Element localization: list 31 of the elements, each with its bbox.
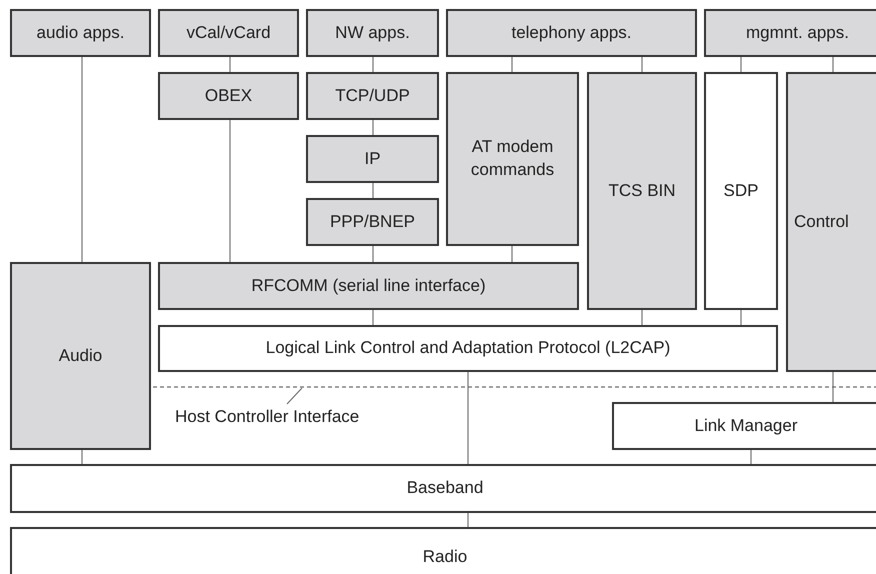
protocol-box: PPP/BNEP — [306, 198, 439, 246]
interface-label: Host Controller Interface — [175, 404, 375, 430]
protocol-box: Logical Link Control and Adaptation Protocol (L2CAP) — [158, 325, 778, 372]
connector-line — [372, 310, 374, 326]
connector-line — [832, 372, 834, 402]
protocol-box: AT modem commands — [446, 72, 579, 246]
connector-line — [372, 182, 374, 198]
protocol-box: Radio — [10, 527, 876, 574]
protocol-box: Control — [786, 72, 876, 372]
protocol-box: OBEX — [158, 72, 299, 120]
connector-line — [372, 246, 374, 262]
connector-line — [372, 56, 374, 72]
connector-line — [832, 56, 834, 72]
protocol-box: Baseband — [10, 464, 876, 513]
protocol-box: RFCOMM (serial line interface) — [158, 262, 579, 310]
connector-line — [750, 450, 752, 464]
protocol-box: IP — [306, 135, 439, 183]
connector-line — [372, 120, 374, 136]
protocol-box: SDP — [704, 72, 778, 310]
protocol-box: TCS BIN — [587, 72, 697, 310]
protocol-box: mgmnt. apps. — [704, 9, 876, 57]
leader-line — [286, 388, 302, 404]
protocol-box: Audio — [10, 262, 151, 450]
protocol-box: telephony apps. — [446, 9, 697, 57]
protocol-box: NW apps. — [306, 9, 439, 57]
protocol-box: TCP/UDP — [306, 72, 439, 120]
protocol-box: vCal/vCard — [158, 9, 299, 57]
connector-line — [740, 310, 742, 326]
protocol-box: Link Manager — [612, 402, 876, 450]
connector-line — [740, 56, 742, 72]
protocol-box: audio apps. — [10, 9, 151, 57]
